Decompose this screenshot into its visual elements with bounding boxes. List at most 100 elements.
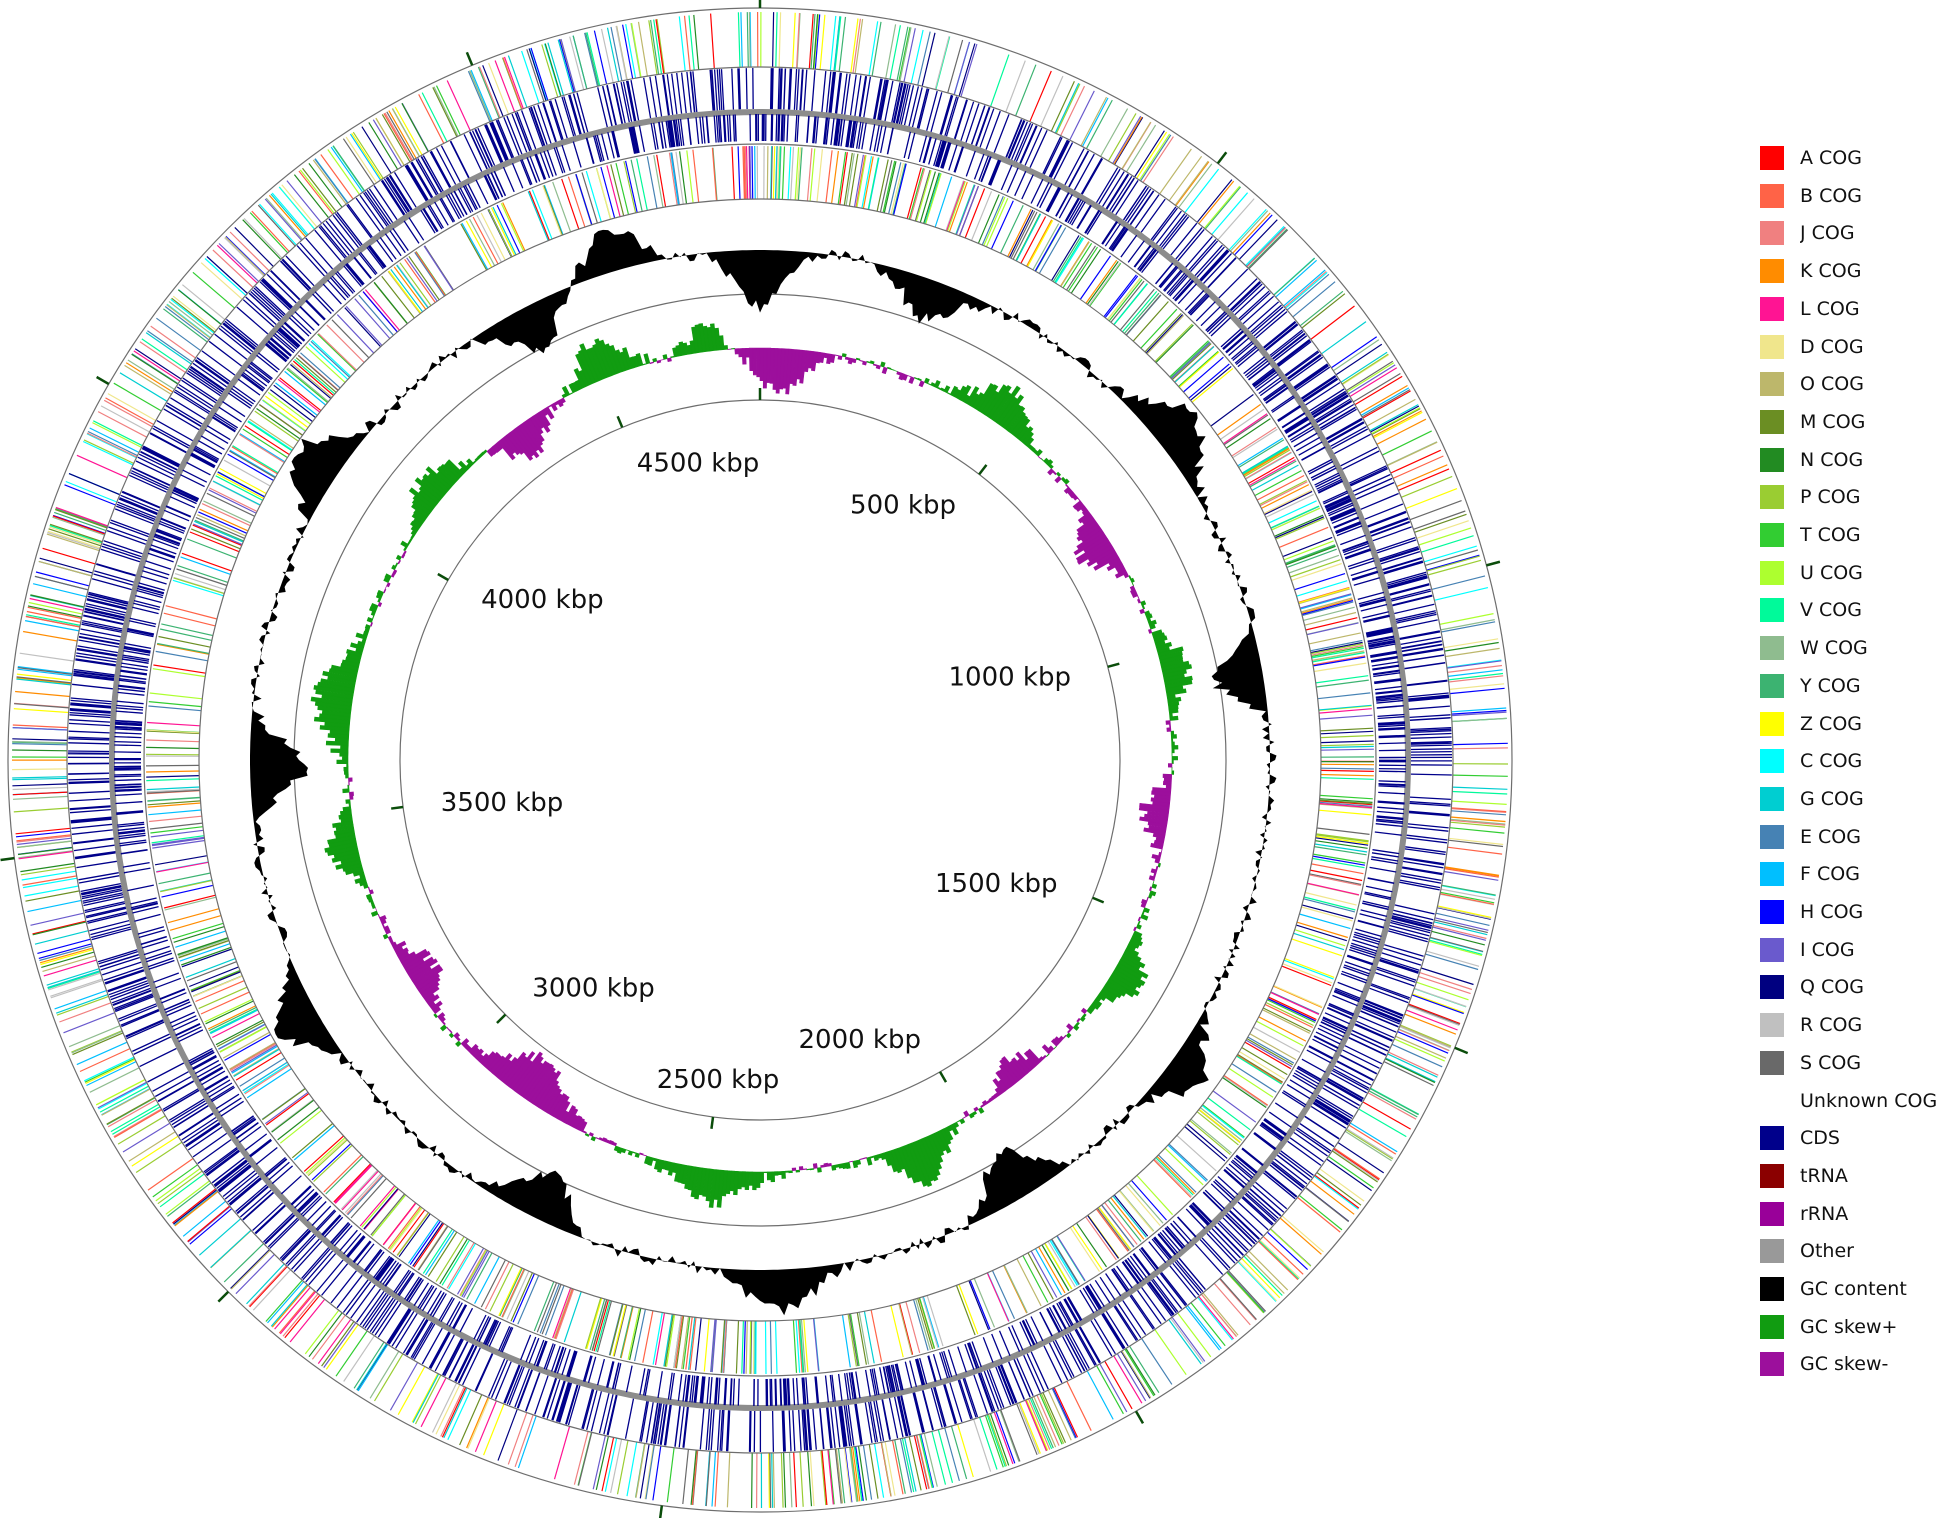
legend-item: B COG <box>1760 181 1950 211</box>
cog-feature-mark <box>28 11 1507 1376</box>
outer-tick <box>1454 1046 1469 1055</box>
cds-feature-mark <box>113 113 1407 1407</box>
legend-item: N COG <box>1760 445 1950 475</box>
outer-tick <box>217 1290 230 1303</box>
legend-label: Unknown COG <box>1800 1089 1938 1112</box>
cds-ring-reverse <box>113 113 1407 1407</box>
legend-swatch <box>1760 749 1784 774</box>
outer-tick <box>1486 560 1501 567</box>
legend-label: T COG <box>1800 524 1861 546</box>
legend-item: T COG <box>1760 520 1950 550</box>
cog-ring-inner-reverse <box>145 145 1375 1375</box>
legend-swatch <box>1760 711 1784 736</box>
legend-item: H COG <box>1760 897 1950 927</box>
legend-label: B COG <box>1800 184 1863 207</box>
outer-tick <box>658 1505 664 1518</box>
legend-label: I COG <box>1800 938 1855 961</box>
cog-feature-mark <box>216 146 1372 1373</box>
tick-label: 2000 kbp <box>799 1025 922 1055</box>
tick-label: 2500 kbp <box>657 1065 780 1095</box>
cog-feature-mark <box>12 25 1496 1494</box>
legend-item: D COG <box>1760 332 1950 362</box>
cog-feature-mark <box>12 12 1496 1504</box>
cog-feature-mark <box>14 39 1504 1508</box>
legend-label: GC skew+ <box>1800 1315 1898 1338</box>
inner-tick <box>496 1013 507 1024</box>
legend-swatch <box>1760 560 1784 585</box>
backbone-ring <box>109 109 1411 1411</box>
legend-item: GC skew+ <box>1760 1312 1950 1342</box>
outer-tick <box>0 856 15 862</box>
inner-tick <box>1092 896 1105 904</box>
cog-feature-mark <box>146 152 1374 1374</box>
legend-item: Z COG <box>1760 709 1950 739</box>
legend-item: tRNA <box>1760 1161 1950 1191</box>
legend-label: P COG <box>1800 486 1861 509</box>
legend-swatch <box>1760 1013 1784 1038</box>
legend-item: C COG <box>1760 746 1950 776</box>
inner-ticks <box>391 388 1120 1129</box>
tick-label: 1500 kbp <box>935 869 1058 899</box>
legend-item: E COG <box>1760 822 1950 852</box>
legend-swatch <box>1760 862 1784 887</box>
cog-feature-mark <box>146 146 1364 1373</box>
legend-swatch <box>1760 1314 1784 1339</box>
legend-swatch <box>1760 673 1784 698</box>
cds-feature-mark <box>67 67 1453 1453</box>
cog-feature-mark <box>150 146 1374 1373</box>
inner-tick <box>978 464 988 476</box>
legend-label: N COG <box>1800 448 1864 471</box>
legend-item: O COG <box>1760 369 1950 399</box>
tick-label: 3500 kbp <box>441 788 564 818</box>
gc-skew-plot <box>310 323 1193 1208</box>
legend-label: tRNA <box>1800 1164 1848 1187</box>
ring-outline <box>66 66 1454 1454</box>
inner-tick <box>938 1071 948 1083</box>
legend-label: L COG <box>1800 297 1860 320</box>
cog-feature-mark <box>147 146 1375 1373</box>
legend-item: L COG <box>1760 294 1950 324</box>
legend-item: CDS <box>1760 1123 1950 1153</box>
legend-swatch <box>1760 1239 1784 1264</box>
cog-feature-mark <box>145 161 1374 1367</box>
legend-item: I COG <box>1760 935 1950 965</box>
inner-tick <box>391 805 404 810</box>
backbone-circle <box>109 109 1411 1411</box>
legend-label: GC content <box>1800 1278 1907 1300</box>
legend-swatch <box>1760 937 1784 962</box>
legend-item: W COG <box>1760 633 1950 663</box>
gc-skew-plus-area <box>310 323 1193 1208</box>
legend-swatch <box>1760 1163 1784 1188</box>
legend-label: H COG <box>1800 901 1864 923</box>
legend-label: R COG <box>1800 1014 1863 1037</box>
cog-feature-mark <box>18 56 1458 1505</box>
legend-item: A COG <box>1760 143 1950 173</box>
legend-swatch <box>1760 296 1784 321</box>
cog-feature-mark <box>12 11 1507 1507</box>
legend-swatch <box>1760 183 1784 208</box>
cog-feature-mark <box>12 16 1506 1502</box>
legend-swatch <box>1760 786 1784 811</box>
legend-label: Other <box>1800 1240 1854 1263</box>
legend-item: P COG <box>1760 482 1950 512</box>
tick-label: 4500 kbp <box>637 449 760 479</box>
inner-tick <box>1107 662 1120 669</box>
legend-label: K COG <box>1800 260 1862 283</box>
outer-tick <box>95 375 110 386</box>
legend-swatch <box>1760 221 1784 246</box>
legend-swatch <box>1760 598 1784 623</box>
legend-item: rRNA <box>1760 1199 1950 1229</box>
legend-label: Z COG <box>1800 712 1863 735</box>
tick-label: 1000 kbp <box>949 663 1072 693</box>
legend-swatch <box>1760 523 1784 547</box>
cog-feature-mark <box>146 146 1374 1374</box>
gc-content-plot <box>250 229 1277 1316</box>
legend-item: U COG <box>1760 558 1950 588</box>
cog-feature-mark <box>12 13 1461 1508</box>
legend-swatch <box>1760 1088 1784 1113</box>
legend-swatch <box>1760 1277 1784 1301</box>
tick-label: 500 kbp <box>850 491 956 521</box>
legend-label: S COG <box>1800 1051 1862 1074</box>
legend-swatch <box>1760 447 1784 472</box>
legend-label: CDS <box>1800 1127 1840 1150</box>
